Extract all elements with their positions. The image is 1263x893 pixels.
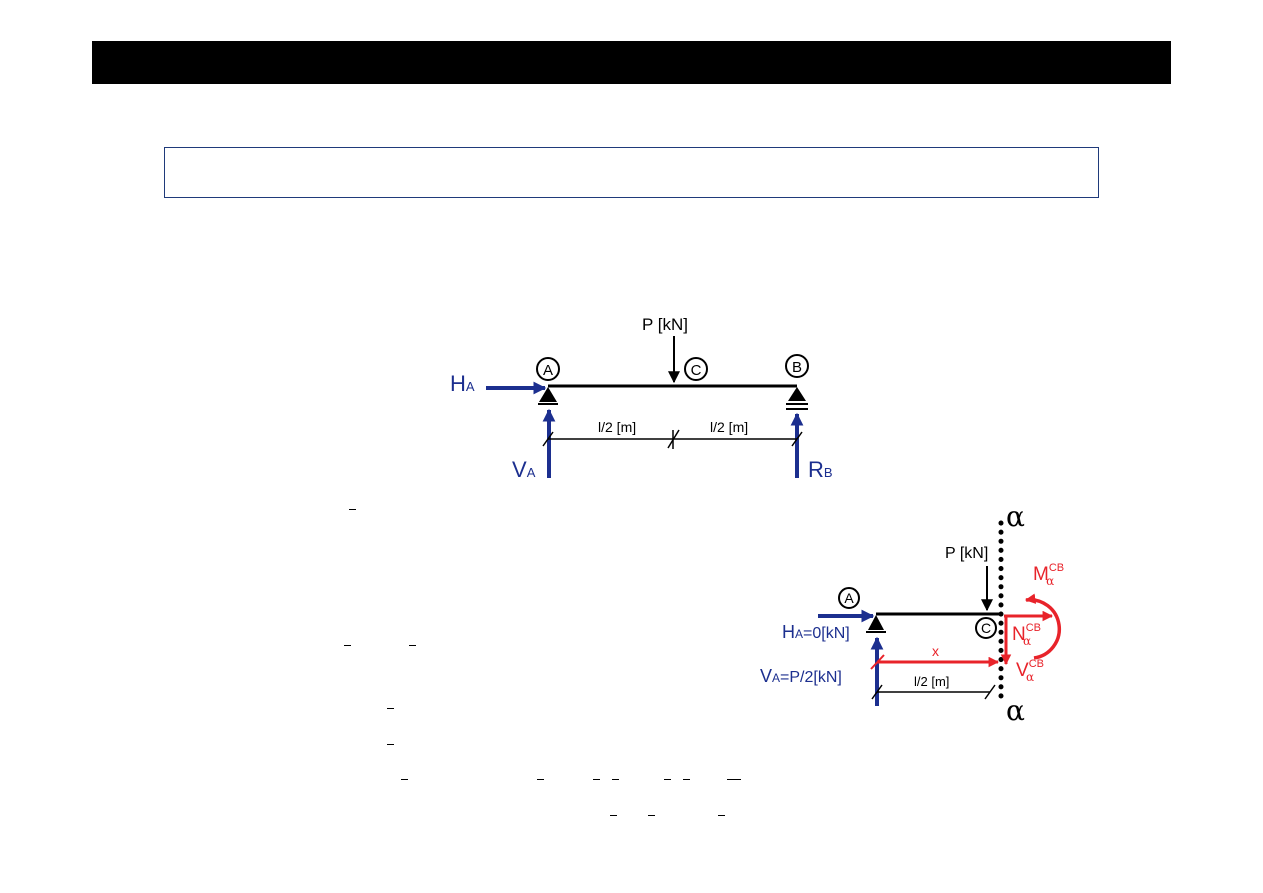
node-c-1: C — [684, 357, 708, 381]
fraction-bar — [727, 779, 741, 780]
fraction-bar — [344, 645, 351, 646]
dimension-line-1: l/2 [m] l/2 [m] — [542, 419, 803, 449]
section-label-top: α — [1006, 500, 1025, 533]
subtitle-box — [164, 147, 1099, 198]
roller-support-b — [788, 387, 806, 401]
svg-text:C: C — [981, 620, 991, 636]
fraction-bar — [664, 779, 671, 780]
node-a-1: A — [536, 357, 560, 381]
fraction-bar — [610, 815, 617, 816]
fraction-bar — [349, 509, 356, 510]
svg-text:A: A — [844, 590, 854, 606]
node-b-1: B — [785, 354, 809, 378]
svg-text:A: A — [543, 362, 553, 379]
fraction-bar — [409, 645, 416, 646]
moment-arrow — [1024, 593, 1061, 660]
node-c-2: C — [975, 617, 997, 639]
fraction-bar — [648, 815, 655, 816]
reaction-rb-label-1: RB — [808, 457, 833, 482]
reaction-ha-label-1: HA — [450, 371, 475, 396]
fraction-bar — [401, 779, 408, 780]
fraction-bar — [387, 744, 394, 745]
svg-text:x: x — [932, 643, 939, 659]
fraction-bar — [612, 779, 619, 780]
x-dimension: x — [870, 643, 1000, 670]
dimension-line-2: l/2 [m] — [871, 674, 996, 700]
dim-label-right-1: l/2 [m] — [710, 419, 748, 435]
reaction-ha-label-2: HA=0[kN] — [782, 622, 850, 642]
svg-text:C: C — [691, 362, 702, 379]
beam-diagram-1: P [kN] A C B HA VA — [450, 315, 833, 482]
fraction-bar — [683, 779, 690, 780]
fraction-bar — [718, 815, 725, 816]
fraction-bar — [387, 708, 394, 709]
load-label-2: P [kN] — [945, 545, 988, 562]
title-bar — [92, 41, 1171, 84]
reaction-va-label-1: VA — [512, 457, 536, 482]
dim-label-2: l/2 [m] — [914, 674, 949, 689]
fraction-bar — [537, 779, 544, 780]
section-label-bottom: α — [1006, 694, 1025, 727]
dim-label-left-1: l/2 [m] — [598, 419, 636, 435]
svg-text:B: B — [792, 359, 802, 376]
pin-support-a — [539, 387, 557, 402]
node-a-2: A — [838, 587, 860, 609]
beam-diagram-2: α α P [kN] A C HA=0[kN] VA=P/2[kN] — [760, 500, 1064, 727]
fraction-bar — [593, 779, 600, 780]
pin-support-a-2 — [868, 615, 884, 630]
load-label-1: P [kN] — [642, 315, 688, 334]
reaction-va-label-2: VA=P/2[kN] — [760, 666, 842, 686]
